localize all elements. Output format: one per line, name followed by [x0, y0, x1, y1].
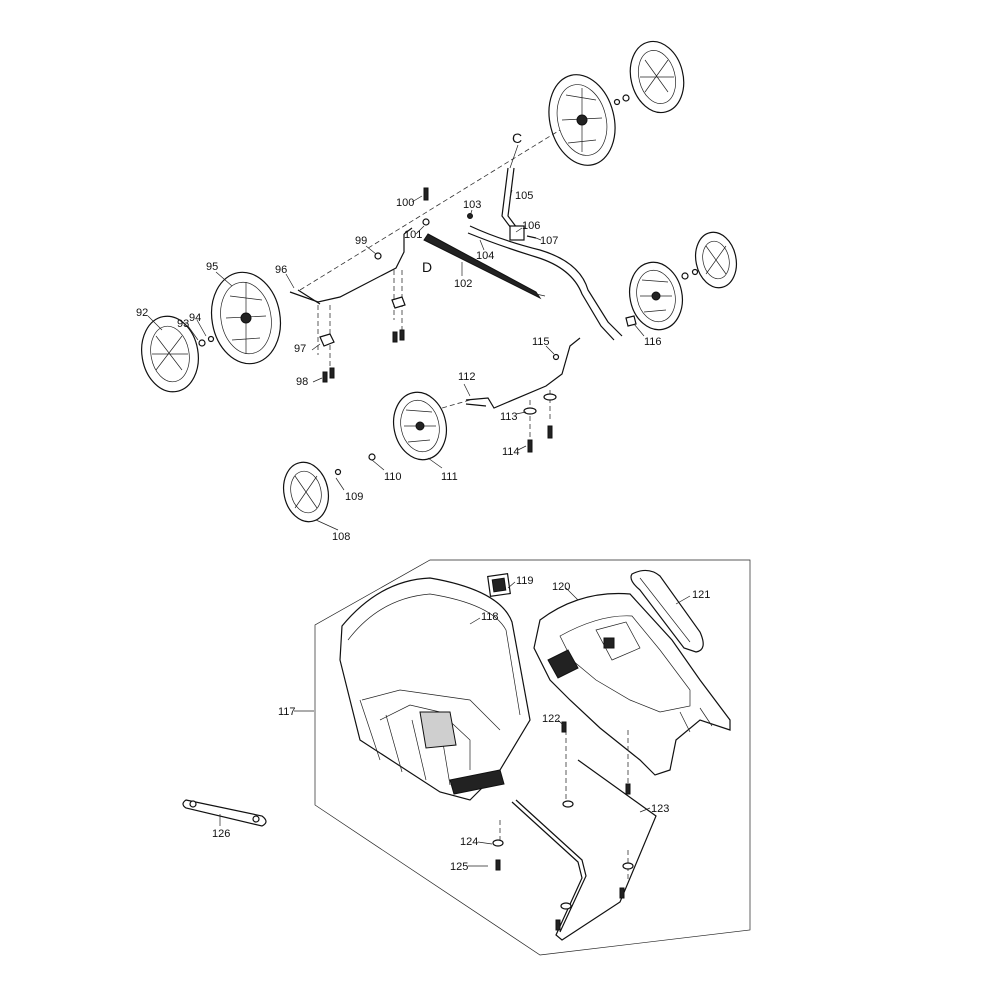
rear-wheel-right	[548, 74, 616, 166]
callout-118: 118	[481, 611, 499, 623]
callout-92: 92	[136, 307, 148, 319]
carry-handle	[630, 569, 704, 653]
front-wheel-left	[393, 391, 447, 461]
callout-100: 100	[396, 197, 414, 209]
callout-112: 112	[458, 371, 476, 383]
marker-d: D	[422, 259, 432, 275]
callout-99: 99	[355, 235, 367, 247]
callout-125: 125	[450, 861, 468, 873]
rear-axle	[289, 234, 405, 303]
grass-box-assembly	[294, 559, 751, 956]
frame-bar	[469, 225, 623, 337]
callout-96: 96	[275, 264, 287, 276]
callout-labels: 92 93 94 95 96 97 98 99 100 101 102 103 …	[136, 130, 710, 873]
callout-126: 126	[212, 828, 230, 840]
callout-113: 113	[500, 411, 518, 423]
mounting-bracket	[182, 799, 267, 827]
callout-97: 97	[294, 343, 306, 355]
top-cover	[533, 592, 731, 776]
callout-111: 111	[441, 471, 458, 483]
callout-98: 98	[296, 376, 308, 388]
hubcap-rear-right	[613, 40, 685, 114]
hubcap-front-right	[625, 231, 738, 327]
tension-spring	[423, 233, 546, 300]
callout-94: 94	[189, 312, 201, 324]
callout-116: 116	[644, 336, 662, 348]
hubcap-rear-left	[141, 315, 215, 393]
callout-109: 109	[345, 491, 363, 503]
callout-124: 124	[460, 836, 478, 848]
warning-label	[487, 573, 511, 597]
callout-115: 115	[532, 336, 550, 348]
front-wheel-right	[629, 261, 683, 331]
callout-114: 114	[502, 446, 520, 458]
group-outline	[314, 559, 751, 956]
callout-108: 108	[332, 531, 350, 543]
callout-93: 93	[177, 318, 189, 330]
callout-102: 102	[454, 278, 472, 290]
callout-120: 120	[552, 581, 570, 593]
callout-106: 106	[522, 220, 540, 232]
callout-95: 95	[206, 261, 218, 273]
callout-104: 104	[476, 250, 494, 262]
marker-c: C	[512, 130, 522, 146]
callout-122: 122	[542, 713, 560, 725]
callout-121: 121	[692, 589, 710, 601]
callout-110: 110	[384, 471, 402, 483]
rear-wheel-left	[210, 271, 282, 365]
callout-103: 103	[463, 199, 481, 211]
callout-119: 119	[516, 575, 534, 587]
callout-117: 117	[278, 706, 296, 718]
wheel-axle-assembly	[141, 40, 738, 531]
callout-107: 107	[540, 235, 558, 247]
callout-101: 101	[404, 229, 422, 241]
callout-105: 105	[515, 190, 533, 202]
grass-bag	[339, 577, 531, 801]
front-axle	[465, 337, 581, 409]
hubcap-front-left	[282, 453, 376, 523]
wire-frame	[492, 721, 657, 941]
callout-123: 123	[651, 803, 669, 815]
